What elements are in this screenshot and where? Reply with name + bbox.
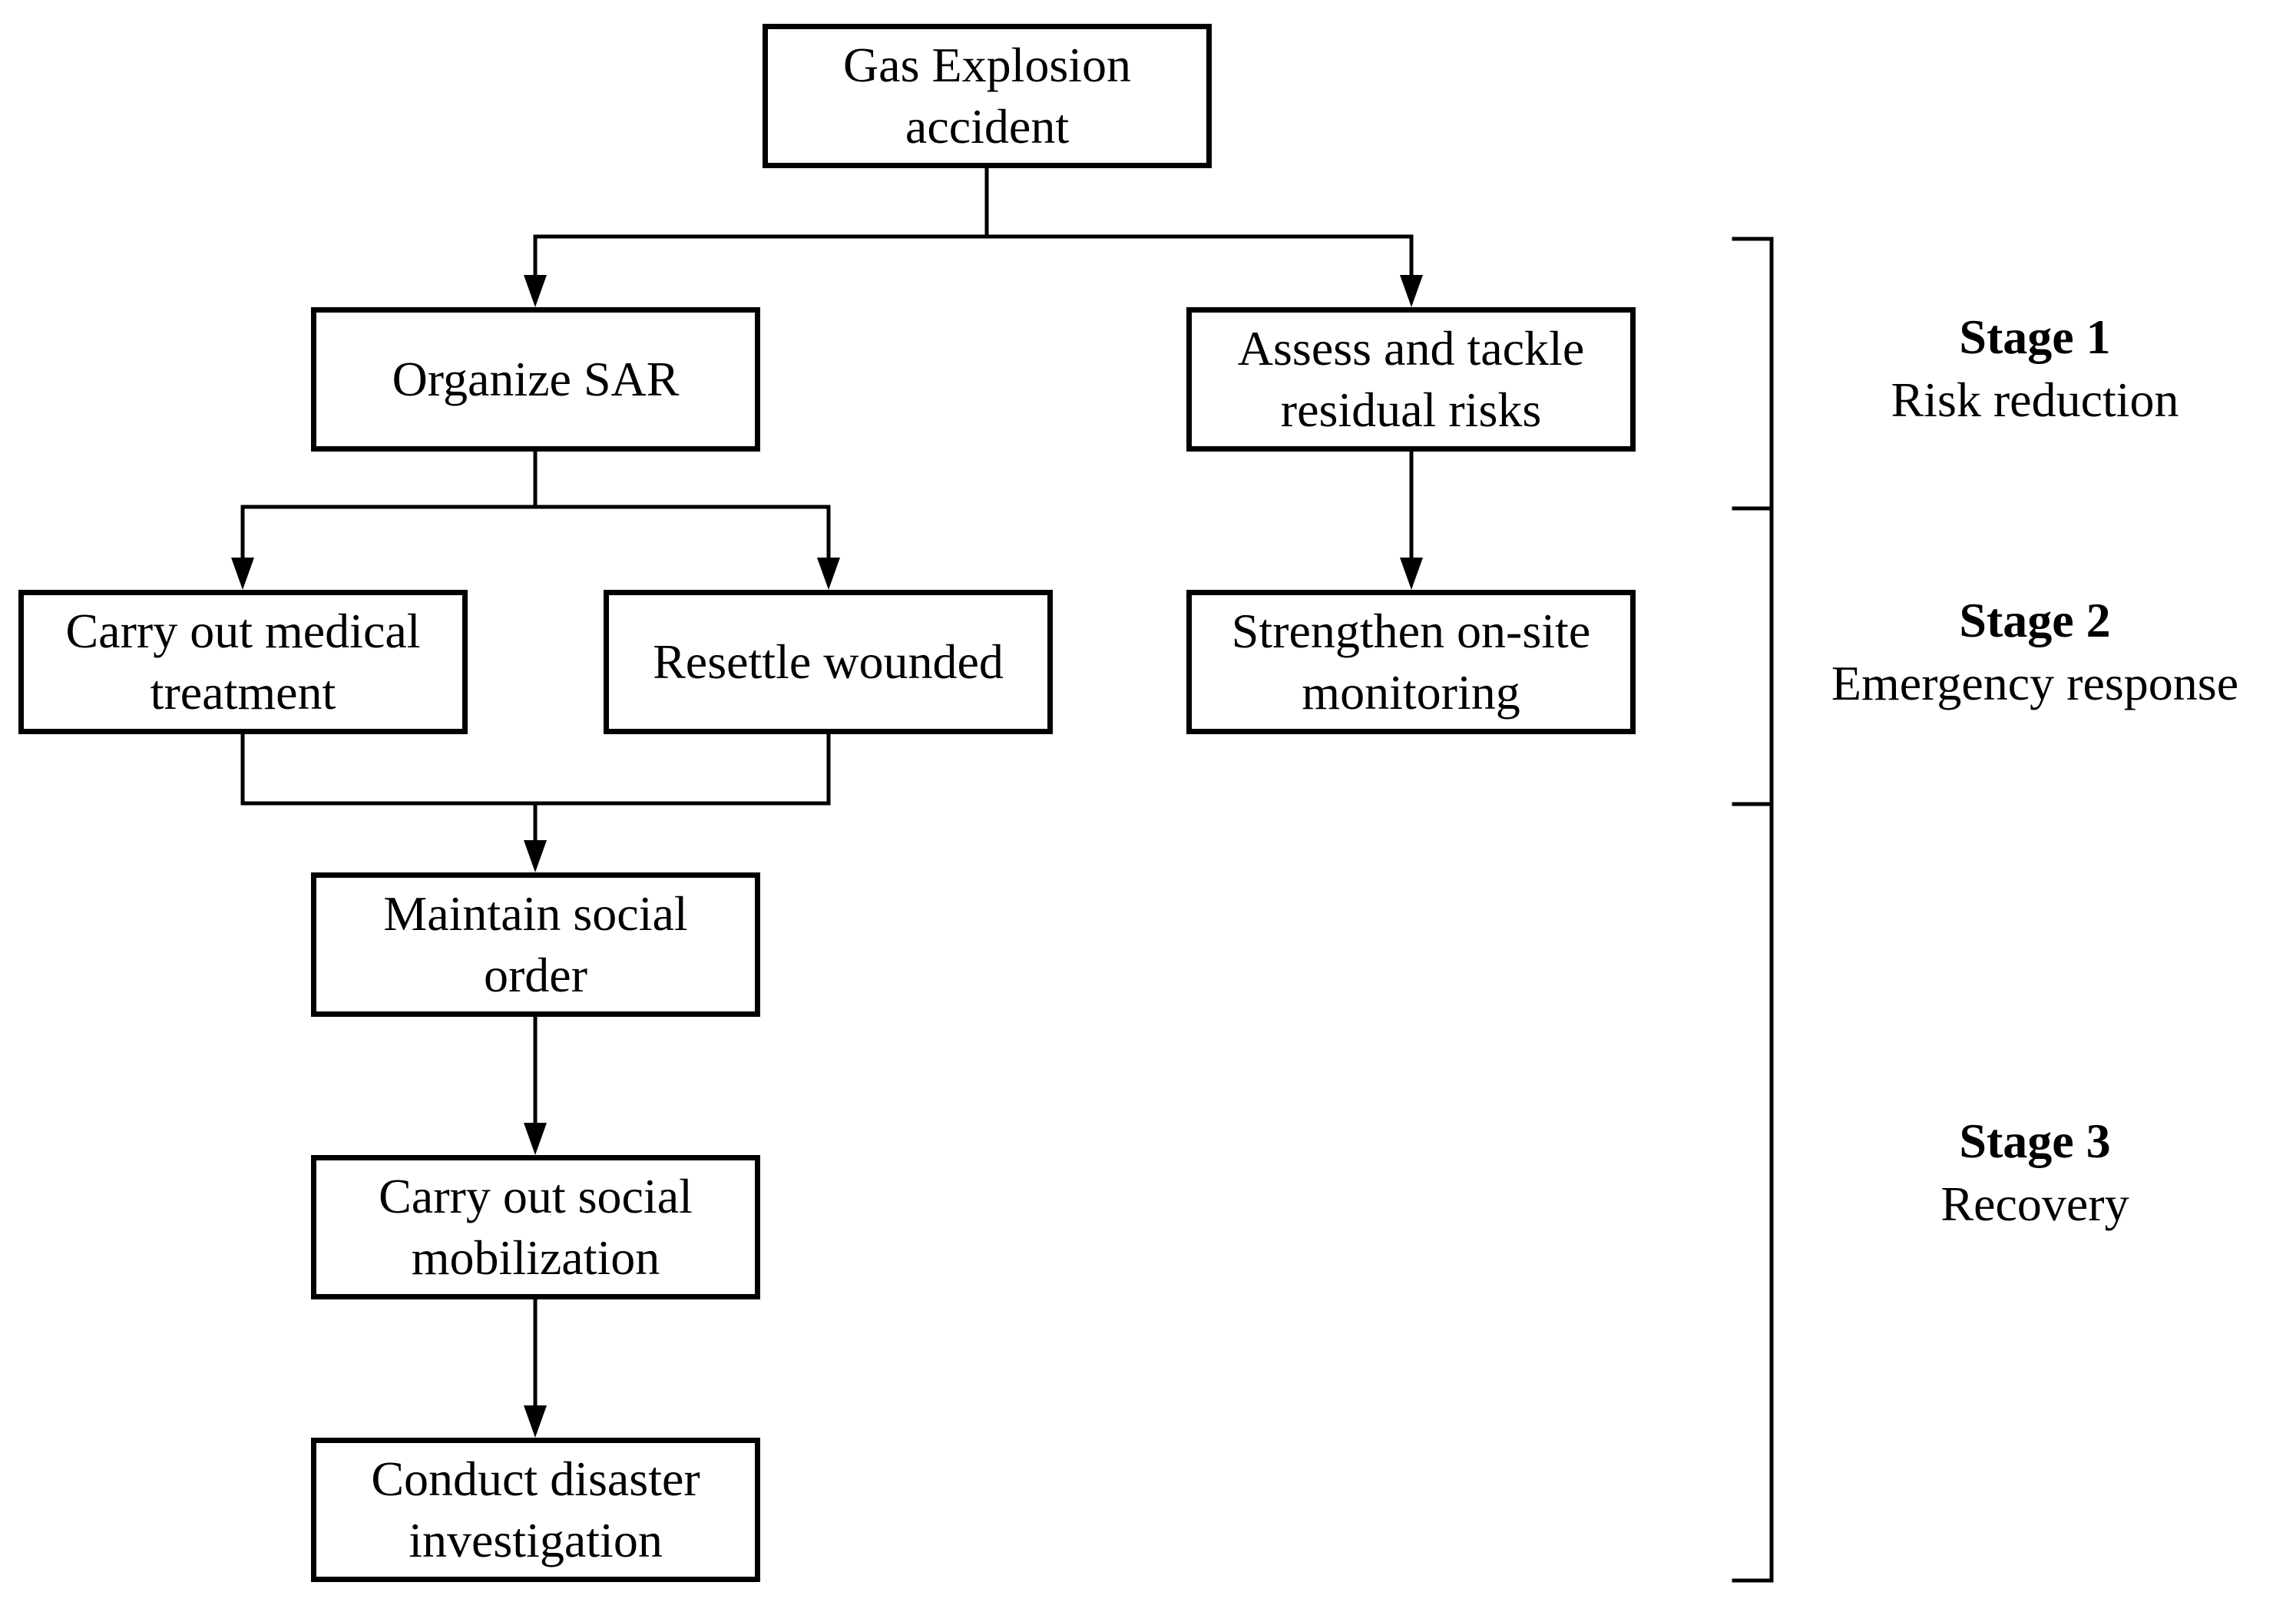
stage-3-label: Stage 3 Recovery: [1766, 1110, 2296, 1236]
assess-risks-node: Assess and tackle residual risks: [1186, 307, 1636, 452]
arrowhead-resettle-wounded: [817, 558, 840, 590]
arrowhead-organize-sar: [524, 275, 547, 307]
gas-explosion-label: Gas Explosion accident: [842, 38, 1132, 154]
onsite-monitoring-label: Strengthen on-site monitoring: [1231, 604, 1591, 720]
social-order-node: Maintain social order: [311, 872, 760, 1017]
stage-2-title: Stage 2: [1959, 593, 2111, 647]
connector-root-split: [533, 166, 1414, 239]
connector-merge: [240, 732, 831, 853]
stage-3-name: Recovery: [1940, 1177, 2129, 1231]
organize-sar-label: Organize SAR: [392, 352, 680, 406]
social-mobilization-label: Carry out social mobilization: [379, 1169, 693, 1285]
arrowhead-disaster-investigation: [524, 1405, 547, 1438]
resettle-wounded-label: Resettle wounded: [653, 634, 1004, 689]
stage-bracket: [1732, 237, 1774, 1583]
arrowhead-medical-treatment: [231, 558, 254, 590]
assess-risks-label: Assess and tackle residual risks: [1237, 321, 1585, 437]
medical-treatment-node: Carry out medical treatment: [18, 590, 468, 734]
gas-explosion-node: Gas Explosion accident: [763, 24, 1212, 168]
onsite-monitoring-node: Strengthen on-site monitoring: [1186, 590, 1636, 734]
stage-2-label: Stage 2 Emergency response: [1766, 589, 2296, 715]
arrowhead-assess-risks: [1400, 275, 1423, 307]
disaster-investigation-label: Conduct disaster investigation: [371, 1451, 700, 1567]
connector-sar-split: [240, 449, 831, 509]
stage-1-label: Stage 1 Risk reduction: [1766, 306, 2296, 432]
social-order-label: Maintain social order: [383, 886, 688, 1002]
organize-sar-node: Organize SAR: [311, 307, 760, 452]
arrowhead-social-order: [524, 840, 547, 872]
medical-treatment-label: Carry out medical treatment: [65, 604, 421, 720]
arrowhead-onsite-monitoring: [1400, 558, 1423, 590]
stage-1-name: Risk reduction: [1891, 372, 2179, 427]
disaster-investigation-node: Conduct disaster investigation: [311, 1438, 760, 1582]
stage-2-name: Emergency response: [1831, 656, 2239, 710]
resettle-wounded-node: Resettle wounded: [604, 590, 1053, 734]
arrowhead-social-mobilization: [524, 1123, 547, 1155]
stage-3-title: Stage 3: [1959, 1114, 2111, 1168]
stage-1-title: Stage 1: [1959, 309, 2111, 364]
social-mobilization-node: Carry out social mobilization: [311, 1155, 760, 1299]
